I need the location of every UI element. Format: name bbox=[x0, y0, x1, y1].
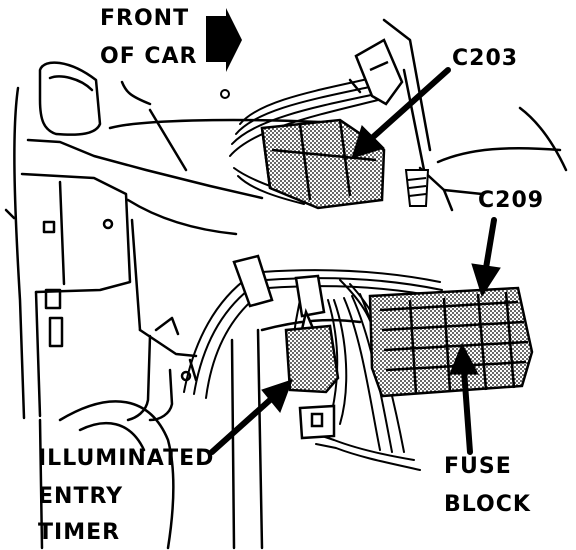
front-of-car-label-line1: FRONT bbox=[100, 6, 190, 31]
fuse-leader-line bbox=[461, 367, 473, 455]
c209-label: C209 bbox=[478, 188, 545, 213]
timer-label-line3: TIMER bbox=[38, 520, 121, 545]
fuse-block-label-line2: BLOCK bbox=[444, 492, 531, 517]
fuse-block bbox=[368, 286, 534, 398]
c209-arrowhead-icon bbox=[471, 263, 501, 298]
timer-arrowhead-icon bbox=[261, 379, 293, 413]
upper-wire-harness bbox=[229, 77, 379, 205]
c203-leader-line bbox=[369, 67, 451, 141]
mounting-screw-icon bbox=[404, 169, 430, 207]
timer-label-line2: ENTRY bbox=[38, 484, 124, 509]
timer-label-line1: ILLUMINATED bbox=[38, 446, 215, 471]
c203-connector bbox=[260, 118, 386, 210]
illuminated-entry-timer bbox=[284, 324, 340, 440]
c203-arrowhead-icon bbox=[351, 125, 385, 159]
leader-arrows bbox=[209, 67, 501, 455]
c203-label: C203 bbox=[452, 46, 519, 71]
vehicle-structure bbox=[4, 18, 568, 550]
c209-leader-line bbox=[483, 217, 497, 271]
upper-clip bbox=[354, 38, 404, 106]
front-of-car-label-line2: OF CAR bbox=[100, 44, 198, 69]
screw-icon bbox=[220, 89, 230, 99]
timer-leader-line bbox=[209, 397, 273, 455]
fuse-block-label-line1: FUSE bbox=[444, 454, 512, 479]
fuse-arrowhead-icon bbox=[449, 342, 479, 375]
front-arrow-icon bbox=[206, 8, 242, 72]
timer-wire-harness bbox=[183, 275, 421, 471]
